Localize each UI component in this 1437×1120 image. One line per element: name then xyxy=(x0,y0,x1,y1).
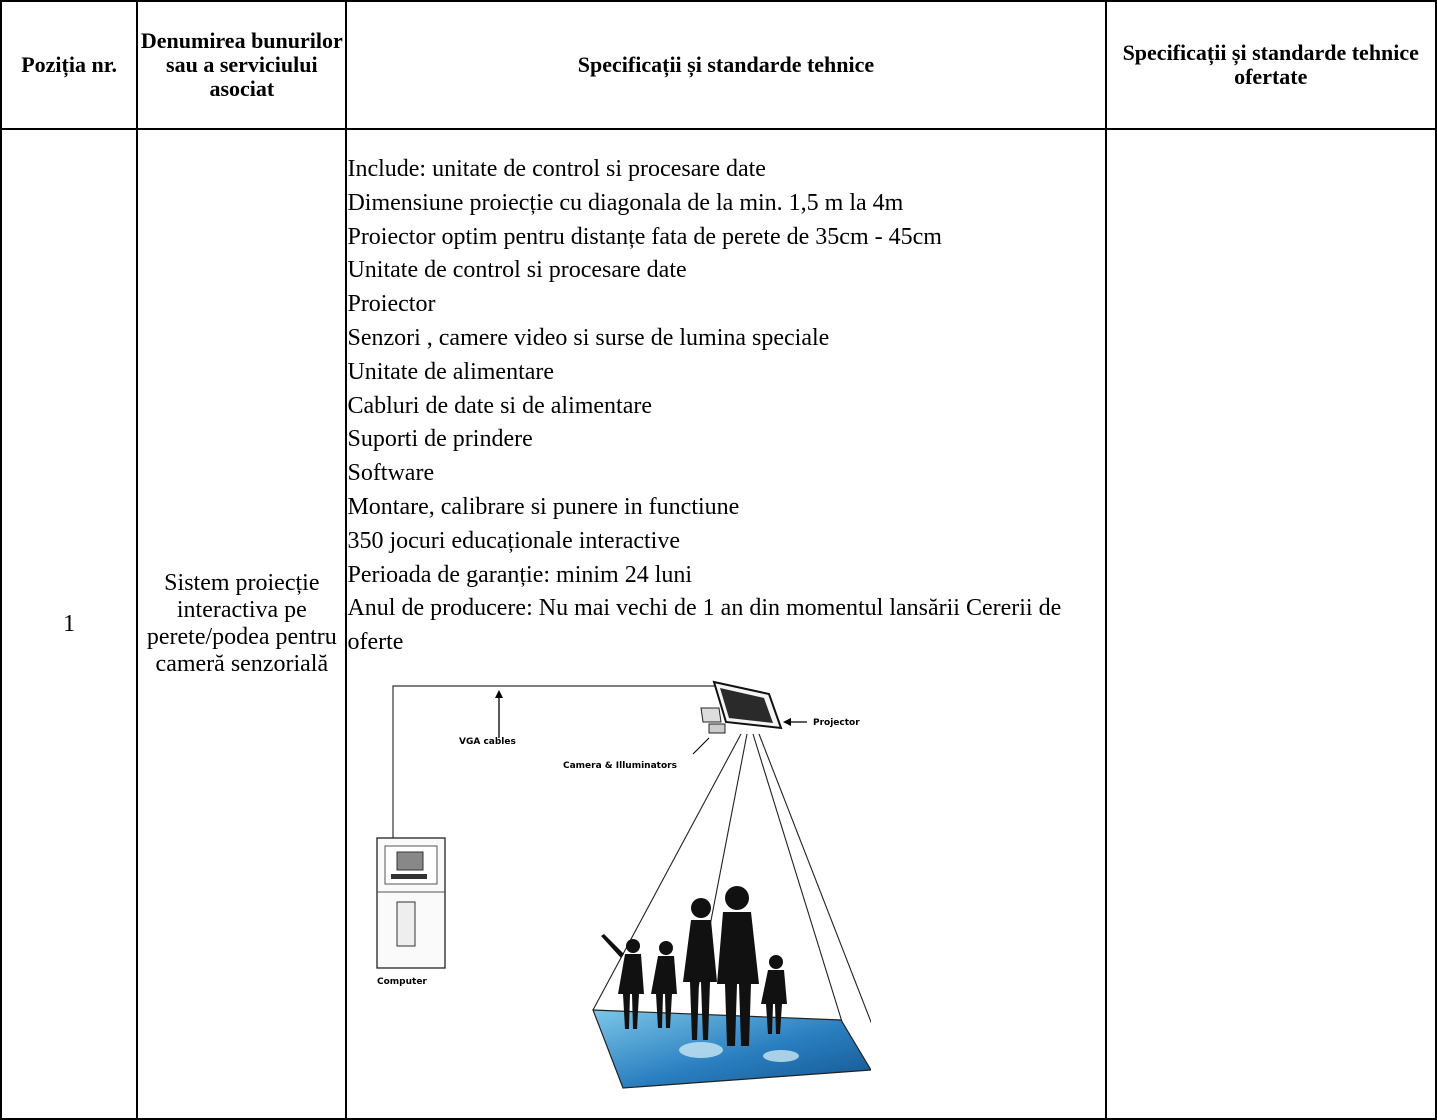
spec-line: Cabluri de date si de alimentare xyxy=(347,392,653,419)
spec-line: Perioada de garanție: minim 24 luni xyxy=(347,561,693,588)
cell-offered xyxy=(1104,128,1437,1120)
table-row: 1 Sistem proiecție interactiva pe perete… xyxy=(0,128,1437,1120)
label-computer: Computer xyxy=(377,977,427,987)
spec-line: Dimensiune proiecție cu diagonala de la … xyxy=(347,189,904,216)
spec-line: Software xyxy=(347,460,435,487)
dolphin-shape xyxy=(679,1041,724,1058)
spec-line: Include: unitate de control si procesare… xyxy=(347,156,766,183)
cell-specs: Include: unitate de control si procesare… xyxy=(345,128,1107,1120)
spec-list: Include: unitate de control si procesare… xyxy=(347,153,1104,660)
spec-line: Suporti de prindere xyxy=(347,426,533,453)
spec-line: 350 jocuri educaționale interactive xyxy=(347,527,680,554)
cell-position: 1 xyxy=(0,128,139,1120)
label-vga: VGA cables xyxy=(459,737,516,747)
spec-line: Senzori , camere video si surse de lumin… xyxy=(347,325,830,351)
family-silhouettes xyxy=(601,885,788,1046)
spec-line: Montare, calibrare si punere in functiun… xyxy=(347,493,740,520)
spec-line: Unitate de control si procesare date xyxy=(347,257,687,284)
camera-arrow xyxy=(693,737,710,755)
header-position: Poziția nr. xyxy=(0,0,139,130)
dolphin-shape xyxy=(763,1049,800,1062)
spec-line: Unitate de alimentare xyxy=(347,358,555,385)
header-specs: Specificații și standarde tehnice xyxy=(345,0,1107,130)
label-camera: Camera & Illuminators xyxy=(563,761,677,771)
spec-line: Proiector xyxy=(347,291,436,318)
header-name: Denumirea bunurilor sau a serviciului as… xyxy=(136,0,348,130)
projector-arrowhead-icon xyxy=(783,717,792,726)
vga-arrowhead-icon xyxy=(495,689,504,698)
floor-projection xyxy=(592,1009,872,1089)
spec-line: Proiector optim pentru distanțe fata de … xyxy=(347,223,942,250)
projection-system-diagram: VGA cables Projector Camera & Illuminato… xyxy=(376,680,872,1089)
cell-name: Sistem proiecție interactiva pe perete/p… xyxy=(136,128,348,1120)
label-projector: Projector xyxy=(813,718,860,728)
spec-line: Anul de producere: Nu mai vechi de 1 an … xyxy=(347,595,1062,656)
vga-cable xyxy=(392,685,717,838)
computer-cabinet xyxy=(376,837,447,969)
projector-unit xyxy=(700,680,783,734)
header-offered: Specificații și standarde tehnice oferta… xyxy=(1104,0,1437,130)
header-row: Poziția nr. Denumirea bunurilor sau a se… xyxy=(0,0,1437,130)
